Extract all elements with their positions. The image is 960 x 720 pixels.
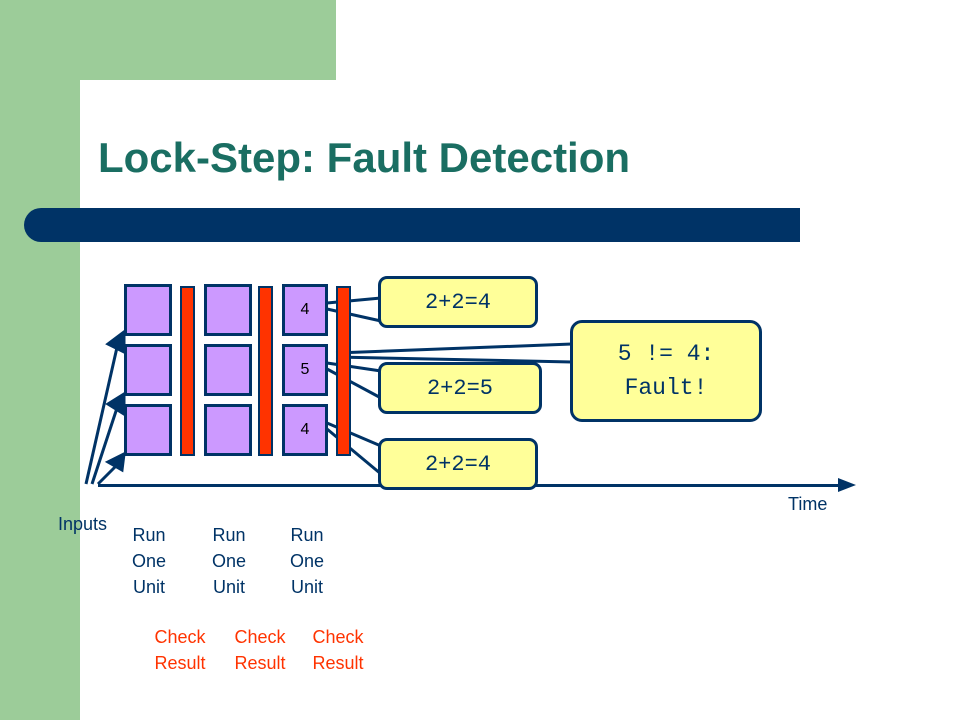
callout-bottom: 2+2=4 xyxy=(378,438,538,490)
check-result-label: Check Result xyxy=(234,627,286,673)
input-arrow-1 xyxy=(84,342,120,485)
time-axis-arrowhead xyxy=(838,478,856,492)
slide-title: Lock-Step: Fault Detection xyxy=(98,134,631,181)
title-underline-bar xyxy=(24,208,800,242)
input-arrow-1-head xyxy=(105,329,126,355)
background-green-left xyxy=(0,0,80,720)
run-one-unit-label: Run One Unit xyxy=(211,525,247,597)
unit-box xyxy=(204,404,252,456)
input-arrow-2 xyxy=(90,404,120,485)
connector-fault-1 xyxy=(335,342,573,355)
fault-line-2: Fault! xyxy=(624,375,708,401)
callout-middle: 2+2=5 xyxy=(378,362,542,414)
fault-callout: 5 != 4: Fault! xyxy=(570,320,762,422)
unit-box-result-2: 5 xyxy=(282,344,328,396)
time-label: Time xyxy=(788,494,828,514)
unit-box xyxy=(204,284,252,336)
run-one-unit-label: Run One Unit xyxy=(289,525,325,597)
input-arrows xyxy=(84,329,126,486)
unit-box xyxy=(124,344,172,396)
callout-top: 2+2=4 xyxy=(378,276,538,328)
unit-box-result-1: 4 xyxy=(282,284,328,336)
input-arrow-3-head xyxy=(104,451,126,473)
inputs-label: Inputs xyxy=(58,514,108,534)
check-result-label: Check Result xyxy=(154,627,206,673)
run-one-unit-label: Run One Unit xyxy=(131,525,167,597)
unit-box xyxy=(124,404,172,456)
check-bar xyxy=(258,286,273,456)
check-bar xyxy=(180,286,195,456)
fault-line-1: 5 != 4: xyxy=(617,341,715,367)
unit-box xyxy=(124,284,172,336)
check-bar xyxy=(336,286,351,456)
check-result-label: Check Result xyxy=(312,627,364,673)
unit-box-result-3: 4 xyxy=(282,404,328,456)
connector-fault-2 xyxy=(335,355,573,364)
background-rounded-corner xyxy=(80,80,160,160)
unit-box xyxy=(204,344,252,396)
background-green-top xyxy=(0,0,336,80)
